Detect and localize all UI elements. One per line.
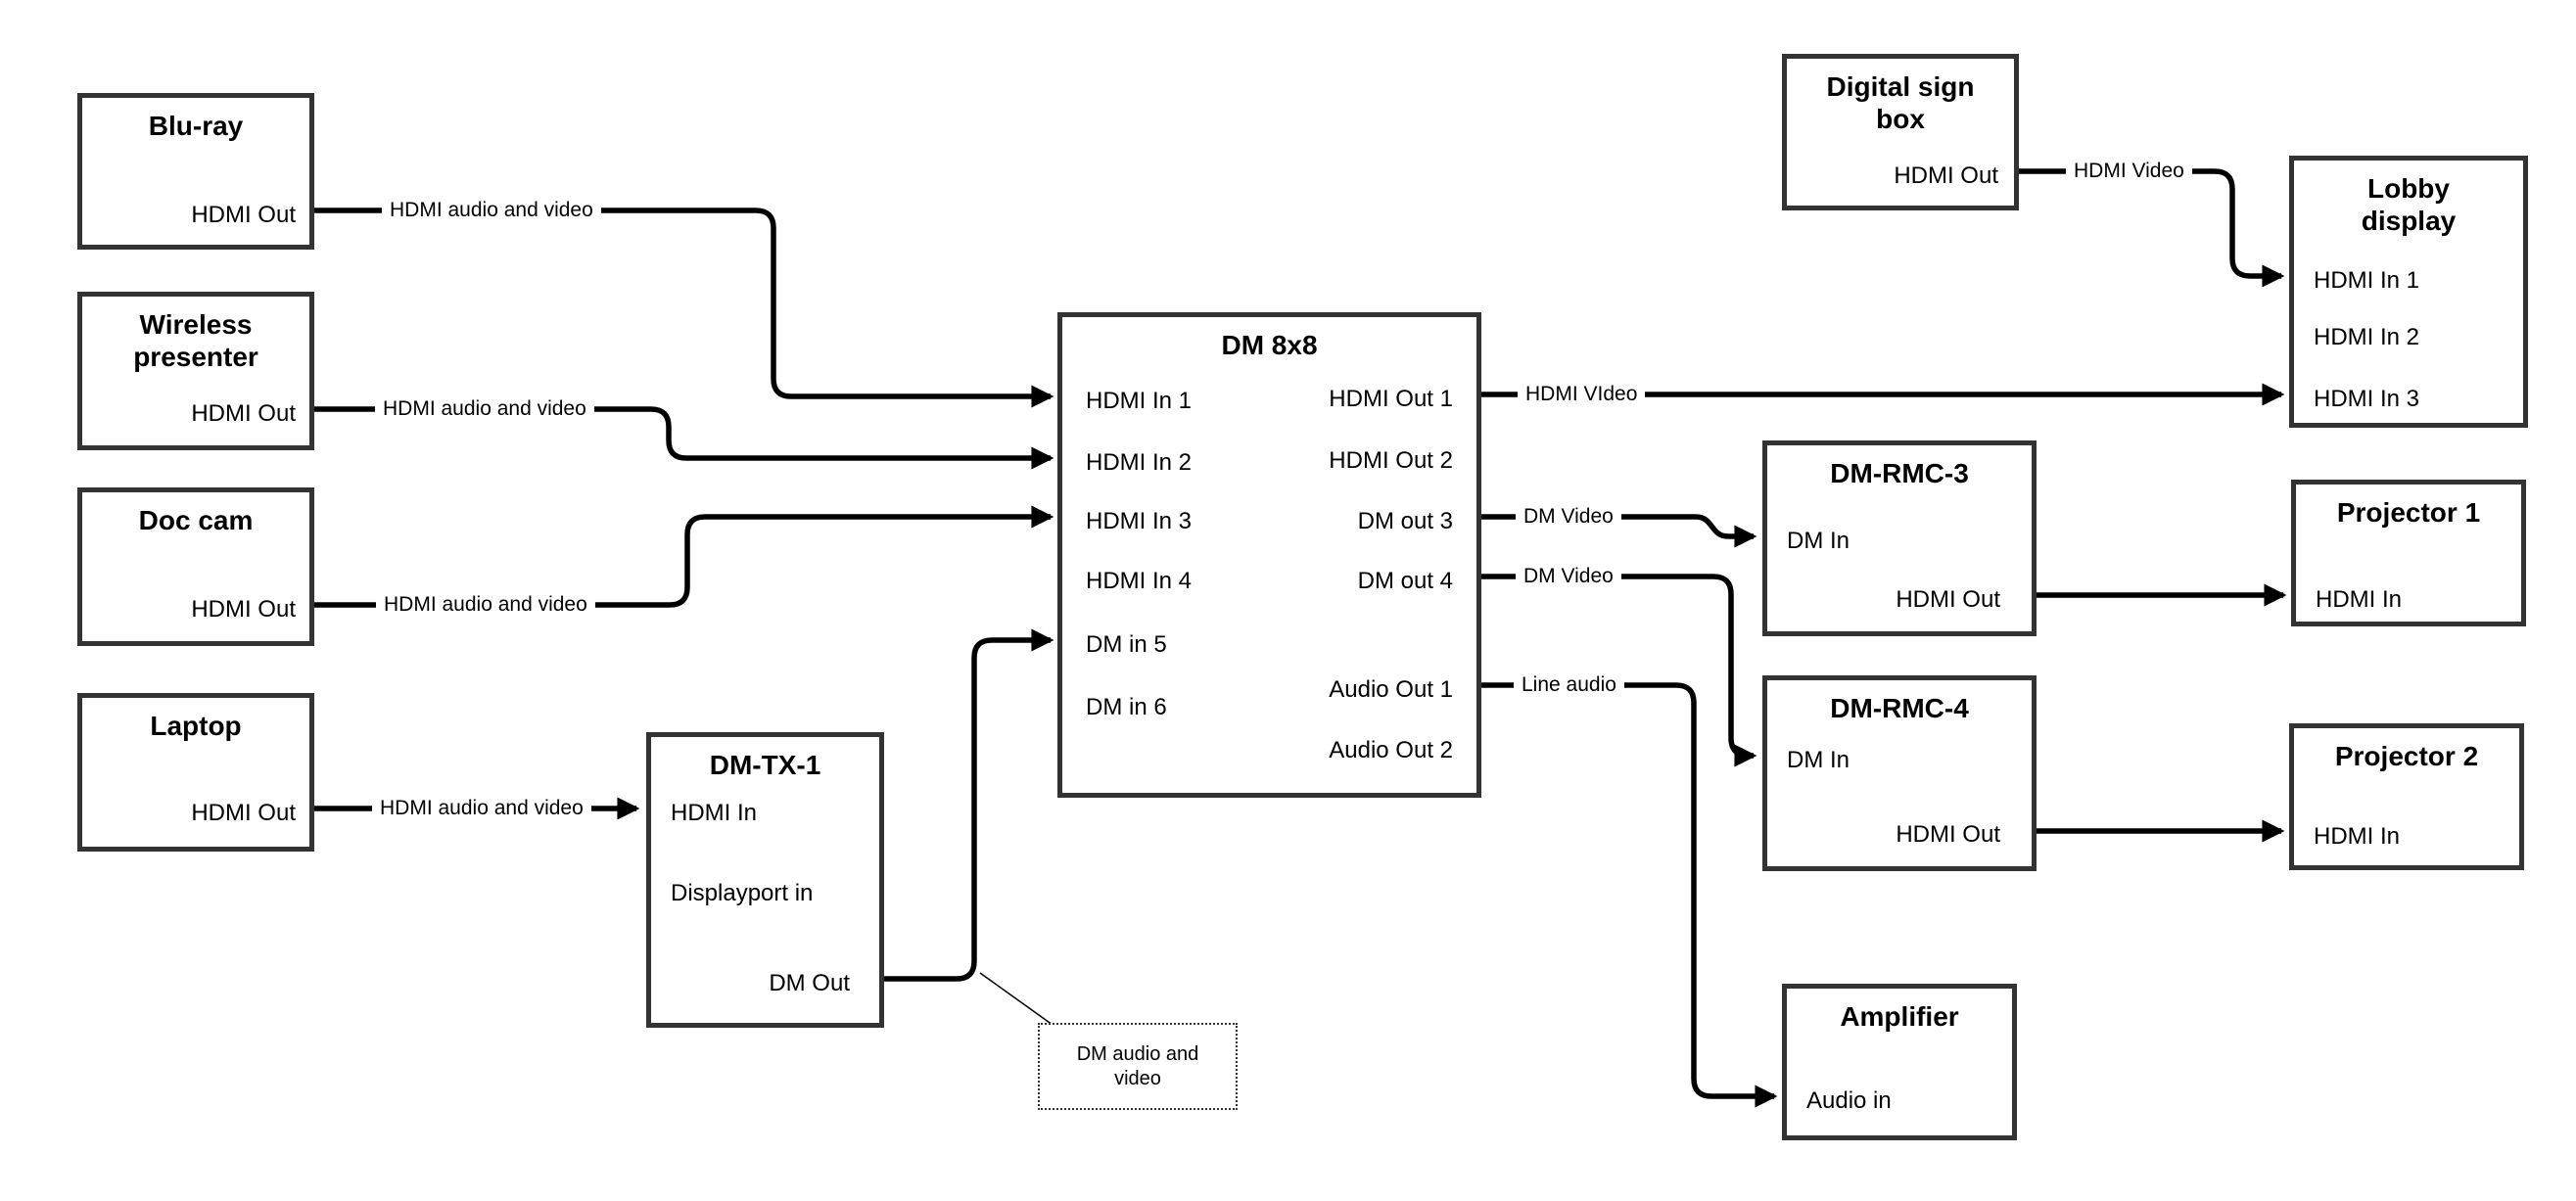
- edge-label-wireless-hdmi-av: HDMI audio and video: [375, 397, 594, 421]
- node-title: Doc cam: [138, 505, 254, 535]
- node-laptop: Laptop HDMI Out: [77, 693, 314, 852]
- node-title: Laptop: [150, 711, 242, 741]
- node-dm-8x8: DM 8x8 HDMI In 1 HDMI In 2 HDMI In 3 HDM…: [1057, 312, 1481, 798]
- node-title: Projector 1: [2336, 497, 2481, 528]
- node-wireless-presenter: Wireless presenter HDMI Out: [77, 292, 314, 450]
- port-hdmi-out: HDMI Out: [191, 596, 296, 623]
- edge-bluray-to-dm8x8: [314, 208, 1054, 408]
- note-leader-line: [979, 972, 1054, 1026]
- port-hdmi-in-1: HDMI In 1: [2314, 267, 2420, 294]
- port-hdmi-in: HDMI In: [2316, 586, 2403, 613]
- port-hdmi-out-2: HDMI Out 2: [1329, 447, 1453, 474]
- port-hdmi-out: HDMI Out: [191, 400, 296, 427]
- port-hdmi-in-2: HDMI In 2: [2314, 324, 2420, 350]
- port-dm-out: DM Out: [769, 970, 850, 996]
- annotation-note-dm-audio-video: DM audio and video: [1038, 1023, 1238, 1110]
- edge-doccam-to-dm8x8: [314, 505, 1054, 608]
- node-title: Blu-ray: [148, 111, 244, 141]
- port-hdmi-in-1: HDMI In 1: [1086, 388, 1193, 414]
- edge-dmtx1-to-dm8x8: [884, 628, 1054, 982]
- node-title: Wireless presenter: [133, 309, 258, 373]
- port-dm-out-4: DM out 4: [1357, 568, 1453, 594]
- node-title: Projector 2: [2334, 741, 2479, 771]
- port-dm-in-5: DM in 5: [1086, 631, 1167, 658]
- node-title: Amplifier: [1840, 1001, 1959, 1032]
- edge-dm8x8-out4-to-rmc4: [1481, 574, 1757, 767]
- node-dm-tx-1: DM-TX-1 HDMI In Displayport in DM Out: [646, 732, 884, 1028]
- node-projector-2: Projector 2 HDMI In: [2289, 723, 2524, 870]
- port-hdmi-in-2: HDMI In 2: [1086, 449, 1193, 476]
- node-title: Lobby display: [2361, 173, 2457, 237]
- edge-label-dm-video-out3: DM Video: [1516, 505, 1621, 529]
- port-hdmi-in-3: HDMI In 3: [1086, 508, 1193, 534]
- edge-dm8x8-out3-to-rmc3: [1481, 514, 1757, 548]
- edge-label-dm-video-out4: DM Video: [1516, 565, 1621, 588]
- port-audio-out-2: Audio Out 2: [1329, 737, 1453, 763]
- edge-label-signbox-hdmi-video: HDMI Video: [2066, 160, 2192, 183]
- port-hdmi-in: HDMI In: [2314, 823, 2401, 850]
- port-dm-in: DM In: [1787, 528, 1850, 554]
- edge-label-line-audio: Line audio: [1514, 673, 1624, 697]
- port-hdmi-out-1: HDMI Out 1: [1329, 386, 1453, 412]
- port-hdmi-in-4: HDMI In 4: [1086, 568, 1193, 594]
- port-hdmi-out: HDMI Out: [1896, 586, 2000, 613]
- node-doc-cam: Doc cam HDMI Out: [77, 487, 314, 646]
- port-audio-in: Audio in: [1806, 1087, 1892, 1114]
- node-dm-rmc-3: DM-RMC-3 DM In HDMI Out: [1762, 440, 2037, 636]
- edge-wireless-to-dm8x8: [314, 406, 1054, 470]
- edge-signbox-to-lobby: [2019, 168, 2285, 288]
- port-hdmi-out: HDMI Out: [1894, 162, 1998, 189]
- edge-dm8x8-audio1-to-amp: [1481, 682, 1778, 1108]
- port-dm-in: DM In: [1787, 747, 1850, 773]
- port-hdmi-out: HDMI Out: [191, 202, 296, 228]
- edge-label-laptop-hdmi-av: HDMI audio and video: [372, 797, 591, 820]
- port-dm-in-6: DM in 6: [1086, 694, 1167, 720]
- node-dm-rmc-4: DM-RMC-4 DM In HDMI Out: [1762, 675, 2037, 871]
- port-hdmi-out: HDMI Out: [191, 800, 296, 826]
- node-title: DM-RMC-4: [1830, 693, 1969, 723]
- node-projector-1: Projector 1 HDMI In: [2291, 480, 2526, 626]
- port-hdmi-in: HDMI In: [671, 800, 758, 826]
- port-dm-out-3: DM out 3: [1357, 508, 1453, 534]
- node-amplifier: Amplifier Audio in: [1782, 984, 2017, 1140]
- node-title: DM 8x8: [1221, 330, 1318, 360]
- node-title: Digital sign box: [1826, 71, 1975, 135]
- node-blu-ray: Blu-ray HDMI Out: [77, 93, 314, 250]
- port-displayport-in: Displayport in: [671, 880, 814, 906]
- port-hdmi-in-3: HDMI In 3: [2314, 386, 2420, 412]
- port-hdmi-out: HDMI Out: [1896, 821, 2000, 848]
- edge-label-bluray-hdmi-av: HDMI audio and video: [382, 199, 601, 222]
- node-digital-sign-box: Digital sign box HDMI Out: [1782, 54, 2019, 210]
- edge-label-hdmi-video-out1: HDMI VIdeo: [1518, 383, 1646, 406]
- node-title: DM-RMC-3: [1830, 458, 1969, 488]
- port-audio-out-1: Audio Out 1: [1329, 676, 1453, 703]
- edge-label-doccam-hdmi-av: HDMI audio and video: [376, 593, 595, 617]
- node-lobby-display: Lobby display HDMI In 1 HDMI In 2 HDMI I…: [2289, 156, 2528, 428]
- node-title: DM-TX-1: [709, 750, 821, 780]
